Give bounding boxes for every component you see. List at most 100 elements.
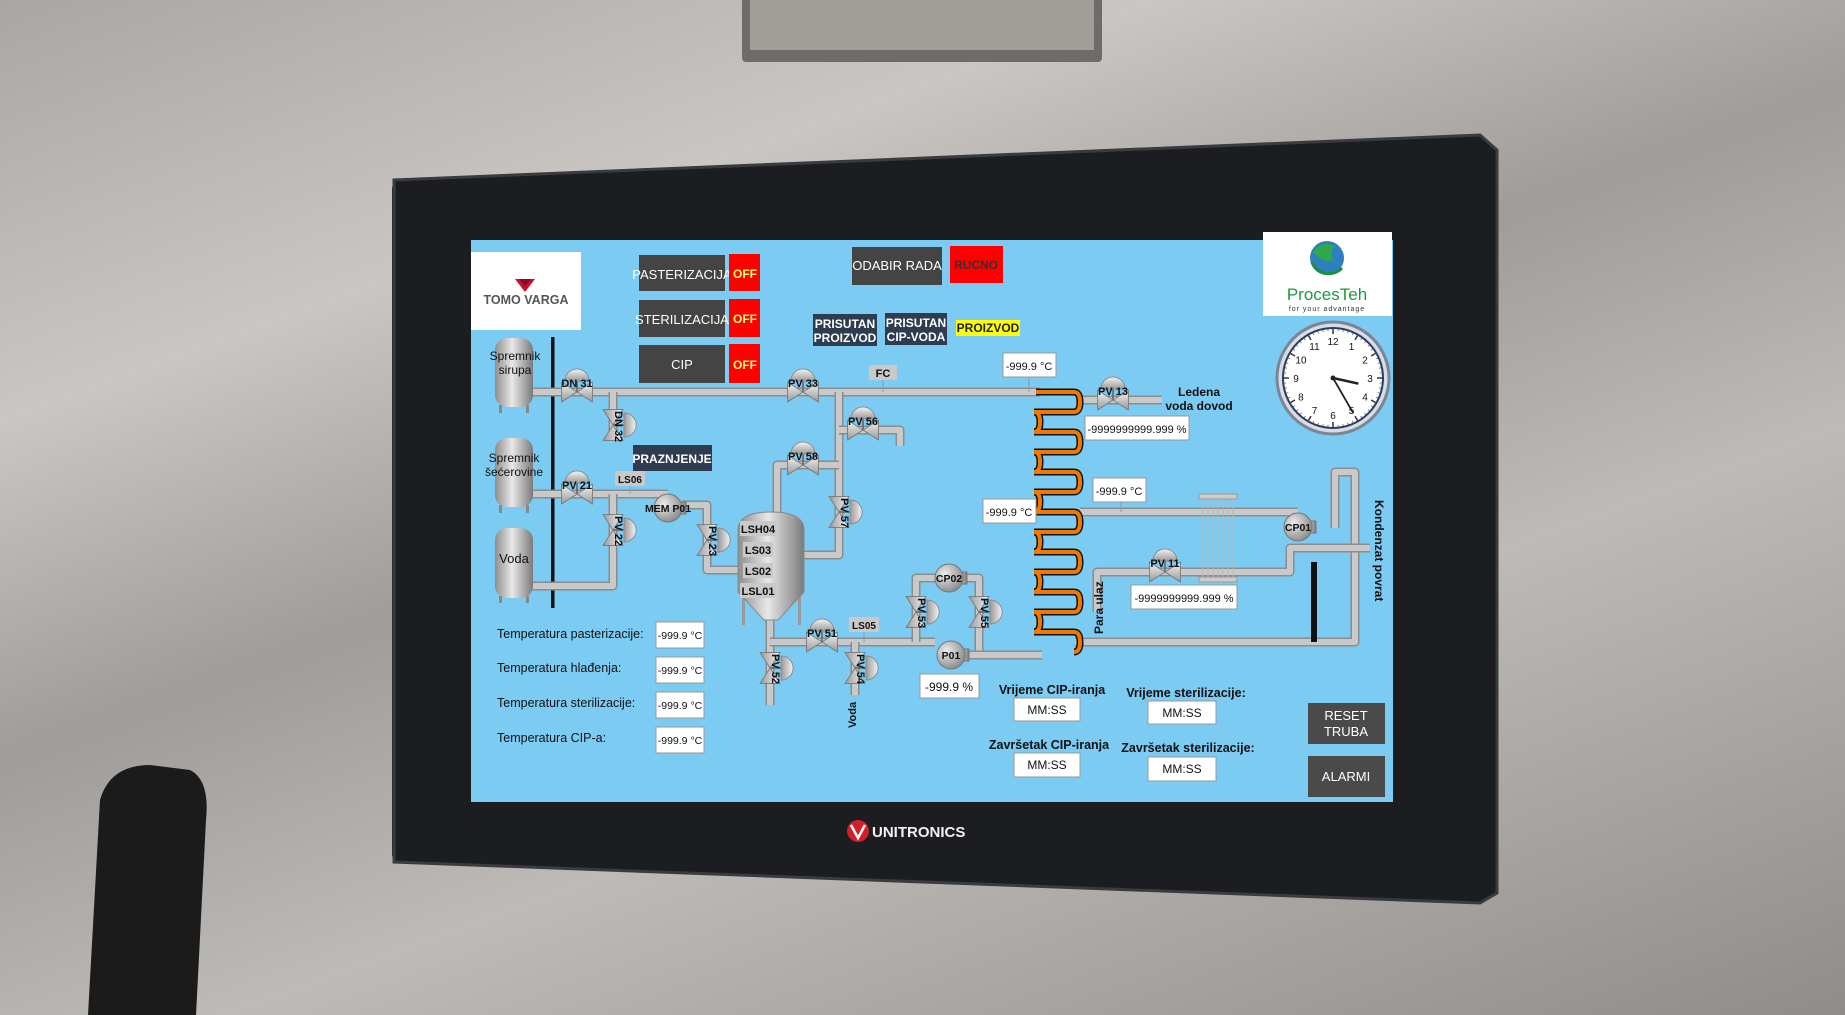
svg-text:PROIZVOD: PROIZVOD: [814, 331, 877, 345]
valve-pv58[interactable]: PV 58: [786, 441, 820, 476]
cip-button[interactable]: CIP: [639, 345, 725, 383]
pasterizacija-button[interactable]: PASTERIZACIJA: [632, 255, 732, 291]
svg-text:Spremnik: Spremnik: [489, 451, 541, 465]
temp-label: Temperatura hlađenja:: [497, 661, 621, 675]
svg-text:ALARMI: ALARMI: [1322, 769, 1370, 784]
svg-text:OFF: OFF: [733, 358, 757, 372]
valve-pv52[interactable]: PV 52: [759, 651, 794, 685]
valve-label: PV 21: [562, 480, 592, 492]
praznjenje-button[interactable]: PRAZNJENJE: [632, 445, 712, 471]
valve-pv51[interactable]: PV 51: [805, 618, 839, 653]
clock-numeral: 1: [1349, 342, 1355, 353]
clock-hour-hand: [1332, 376, 1359, 385]
svg-text:LS06: LS06: [618, 475, 642, 486]
tank-secer: Spremnik šećerovine: [485, 438, 543, 513]
svg-text:MM:SS: MM:SS: [1027, 758, 1066, 772]
svg-text:OFF: OFF: [733, 312, 757, 326]
valve-pv23[interactable]: PV 23: [696, 523, 731, 557]
tank-sirup: Spremnik sirupa: [490, 338, 541, 413]
valve-pv54[interactable]: PV 54: [844, 651, 879, 685]
valve-pv56[interactable]: PV 56: [846, 406, 880, 441]
pump-p01[interactable]: P01: [936, 640, 970, 670]
valve-pv33[interactable]: PV 33: [786, 368, 820, 403]
svg-text:TRUBA: TRUBA: [1324, 724, 1368, 739]
valve-label: PV 56: [848, 416, 878, 428]
ledena-voda-label-2: voda dovod: [1165, 399, 1232, 413]
svg-text:FC: FC: [876, 368, 891, 380]
temperature-list: Temperatura pasterizacije: -999.9 °C Tem…: [497, 621, 705, 754]
valve-pv55[interactable]: PV 55: [968, 595, 1003, 629]
heat-exchanger-coil: [1033, 388, 1084, 656]
svg-text:PASTERIZACIJA: PASTERIZACIJA: [632, 267, 732, 282]
svg-text:OFF: OFF: [733, 267, 757, 281]
pipe-pv55: [963, 573, 984, 655]
valve-label: PV 11: [1150, 558, 1179, 570]
pump-cp02[interactable]: CP02: [934, 563, 968, 593]
svg-text:CIP: CIP: [671, 357, 693, 372]
temp-exchanger-mid-readout: -999.9 °C: [982, 498, 1037, 524]
temp-exchanger-in-readout: -999.9 °C: [1002, 352, 1057, 392]
svg-text:MM:SS: MM:SS: [1162, 706, 1201, 720]
valve-label: PV 33: [788, 378, 818, 390]
tank-manifold-line: [551, 337, 555, 608]
svg-text:-999.9 %: -999.9 %: [925, 680, 973, 694]
clock-numeral: 8: [1298, 393, 1304, 404]
pump-label: CP02: [936, 573, 962, 585]
process-vessel: LSH04 LS03 LS02 LSL01: [737, 511, 805, 625]
reset-truba-button[interactable]: RESET TRUBA: [1308, 703, 1385, 744]
timer-vrijeme-sterilizacije: Vrijeme sterilizacije: MM:SS: [1126, 686, 1246, 725]
odabir-rada-button[interactable]: ODABIR RADA: [852, 247, 942, 285]
svg-text:LSL01: LSL01: [741, 586, 774, 598]
temp-value: -999.9 °C: [658, 700, 703, 712]
pump-mem_p01[interactable]: MEM P01: [645, 493, 691, 523]
valve-pv21[interactable]: PV 21: [560, 470, 594, 505]
prisutan-cip-voda-indicator: PRISUTAN CIP-VODA: [885, 313, 947, 345]
valve-dn31[interactable]: DN 31: [560, 368, 594, 403]
alarmi-button[interactable]: ALARMI: [1308, 756, 1385, 797]
clock-numeral: 10: [1295, 356, 1307, 367]
temp-label: Temperatura pasterizacije:: [497, 627, 644, 641]
timer-vrijeme-cip: Vrijeme CIP-iranja MM:SS: [999, 683, 1106, 722]
svg-text:-9999999999.999 %: -9999999999.999 %: [1087, 424, 1186, 436]
sterilizacija-status: OFF: [729, 299, 760, 337]
sensor-fc: FC: [869, 365, 897, 392]
svg-text:PRAZNJENJE: PRAZNJENJE: [632, 452, 711, 466]
valve-label: PV 52: [769, 654, 781, 684]
pv13-percent-readout: -9999999999.999 %: [1084, 415, 1190, 441]
pipe-condensate: [1075, 467, 1360, 647]
plate-heat-exchanger: [1198, 493, 1238, 583]
svg-text:sirupa: sirupa: [499, 363, 532, 377]
valve-pv53[interactable]: PV 53: [905, 595, 940, 629]
svg-text:ProcesTeh: ProcesTeh: [1287, 285, 1367, 304]
pump-cp01[interactable]: CP01: [1283, 512, 1317, 542]
svg-text:STERILIZACIJA: STERILIZACIJA: [635, 312, 729, 327]
valve-pv57[interactable]: PV 57: [828, 495, 863, 529]
wall-plate: [742, 0, 1102, 62]
svg-text:RUCNO: RUCNO: [954, 258, 998, 272]
temp-hx-line-readout: -999.9 °C: [1092, 477, 1147, 512]
clock-numeral: 7: [1312, 406, 1318, 417]
condensate-level-bar: [1311, 562, 1317, 642]
svg-text:RESET: RESET: [1324, 708, 1367, 723]
clock-numeral: 11: [1309, 342, 1320, 353]
valve-pv11[interactable]: PV 11: [1148, 548, 1182, 583]
clock-minute-hand: [1332, 377, 1354, 414]
cip-status: OFF: [729, 344, 760, 383]
valve-label: PV 53: [915, 598, 927, 628]
svg-text:-999.9 °C: -999.9 °C: [1096, 486, 1143, 498]
valve-label: PV 13: [1098, 386, 1128, 398]
valve-dn32[interactable]: DN 32: [602, 408, 637, 443]
clock-numeral: 6: [1330, 411, 1336, 422]
temp-label: Temperatura sterilizacije:: [497, 696, 635, 710]
valve-pv22[interactable]: PV 22: [602, 513, 637, 547]
sterilizacija-button[interactable]: STERILIZACIJA: [635, 300, 729, 337]
svg-text:PRISUTAN: PRISUTAN: [886, 316, 946, 330]
tomo-varga-logo: TOMO VARGA: [471, 252, 581, 330]
valve-pv13[interactable]: PV 13: [1096, 376, 1130, 411]
svg-text:Vrijeme CIP-iranja: Vrijeme CIP-iranja: [999, 683, 1106, 697]
svg-text:-9999999999.999 %: -9999999999.999 %: [1134, 593, 1233, 605]
pipe-pv57: [804, 392, 844, 560]
valve-label: PV 23: [706, 526, 718, 556]
valve-label: DN 32: [612, 411, 624, 442]
temp-value: -999.9 °C: [658, 735, 703, 747]
